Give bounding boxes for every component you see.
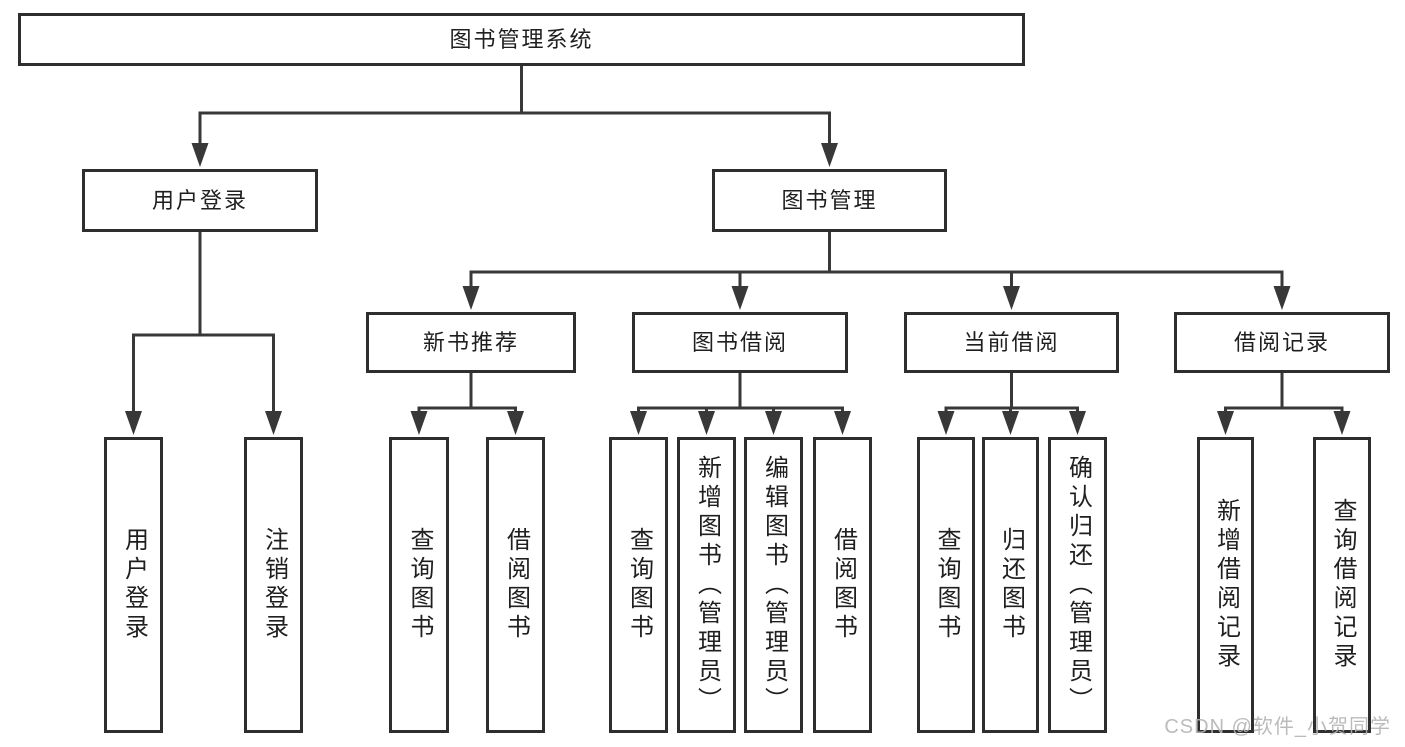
node-leaf-g3-borrow: 借阅图书 bbox=[813, 437, 872, 733]
arrowhead bbox=[125, 411, 142, 435]
arrowhead bbox=[1003, 286, 1020, 310]
arrowhead bbox=[1002, 411, 1019, 435]
watermark: CSDN @软件_小贺同学 bbox=[1164, 716, 1391, 738]
node-book-mgmt: 图书管理 bbox=[712, 169, 947, 232]
node-leaf-g4-query: 查询图书 bbox=[917, 437, 975, 733]
node-leaf-g2-borrow: 借阅图书 bbox=[486, 437, 545, 733]
node-leaf-g3-add: 新增图书（管理员） bbox=[677, 437, 736, 733]
arrowhead bbox=[507, 411, 524, 435]
arrowhead bbox=[410, 411, 428, 435]
arrowhead bbox=[765, 411, 782, 435]
node-leaf-g5-query: 查询借阅记录 bbox=[1313, 437, 1371, 733]
node-leaf-user-login: 用户登录 bbox=[104, 437, 163, 733]
node-root: 图书管理系统 bbox=[18, 13, 1025, 66]
node-book-borrow: 图书借阅 bbox=[632, 312, 848, 373]
arrowhead bbox=[630, 411, 647, 435]
node-leaf-logout: 注销登录 bbox=[244, 437, 303, 733]
node-current-borrow: 当前借阅 bbox=[904, 312, 1119, 373]
arrowhead bbox=[1217, 411, 1234, 435]
arrowhead bbox=[191, 143, 209, 167]
arrowhead bbox=[937, 411, 955, 435]
arrowhead bbox=[834, 411, 851, 435]
arrowhead bbox=[821, 143, 838, 167]
arrowhead bbox=[462, 286, 480, 310]
node-new-book-rec: 新书推荐 bbox=[366, 312, 576, 373]
arrowhead bbox=[698, 411, 715, 435]
arrowhead bbox=[731, 286, 749, 310]
node-leaf-g5-add: 新增借阅记录 bbox=[1197, 437, 1254, 733]
arrowhead bbox=[1273, 286, 1291, 310]
node-borrow-records: 借阅记录 bbox=[1174, 312, 1390, 373]
node-leaf-g3-query: 查询图书 bbox=[609, 437, 668, 733]
node-leaf-g3-edit: 编辑图书（管理员） bbox=[744, 437, 803, 733]
node-user-login: 用户登录 bbox=[82, 169, 318, 232]
arrowhead bbox=[1069, 411, 1086, 435]
arrowhead bbox=[265, 411, 282, 435]
arrowhead bbox=[1333, 411, 1351, 435]
node-leaf-g4-return: 归还图书 bbox=[982, 437, 1039, 733]
node-leaf-g4-confirm: 确认归还（管理员） bbox=[1048, 437, 1107, 733]
node-leaf-g2-query: 查询图书 bbox=[389, 437, 449, 733]
